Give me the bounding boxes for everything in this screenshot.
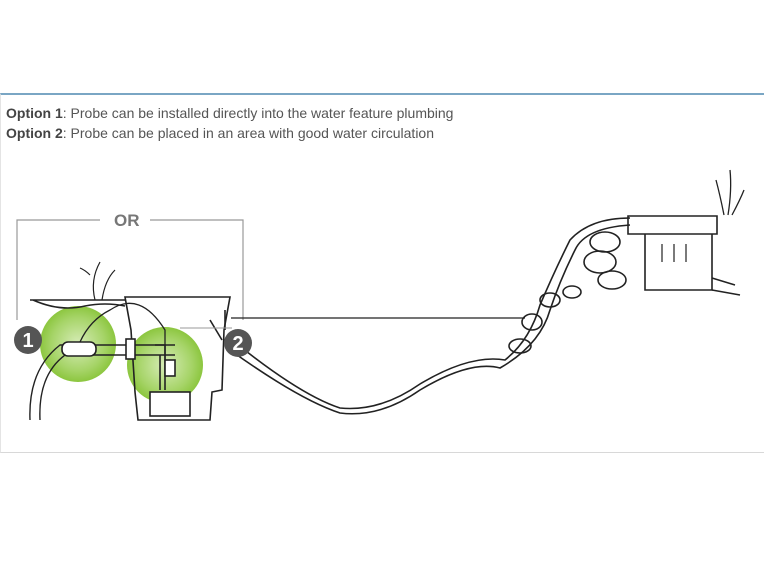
pump [149, 391, 191, 417]
pond-bottom [229, 217, 631, 415]
captions: Option 1: Probe can be installed directl… [6, 103, 453, 143]
or-label: OR [114, 211, 140, 230]
skimmer-basin [124, 296, 231, 421]
caption-option-2: Option 2: Probe can be placed in an area… [6, 123, 453, 143]
or-bracket [16, 219, 244, 320]
plant-left [79, 261, 116, 301]
option-2-label: Option 2 [6, 125, 63, 141]
plant-right [715, 169, 745, 216]
option-1-text: : Probe can be installed directly into t… [62, 105, 454, 121]
option-1-label: Option 1 [6, 105, 63, 121]
option-2-text: : Probe can be placed in an area with go… [62, 125, 435, 141]
rocks [508, 231, 627, 354]
waterfall-box [627, 215, 718, 291]
caption-option-1: Option 1: Probe can be installed directl… [6, 103, 453, 123]
diagram-panel [0, 93, 764, 453]
